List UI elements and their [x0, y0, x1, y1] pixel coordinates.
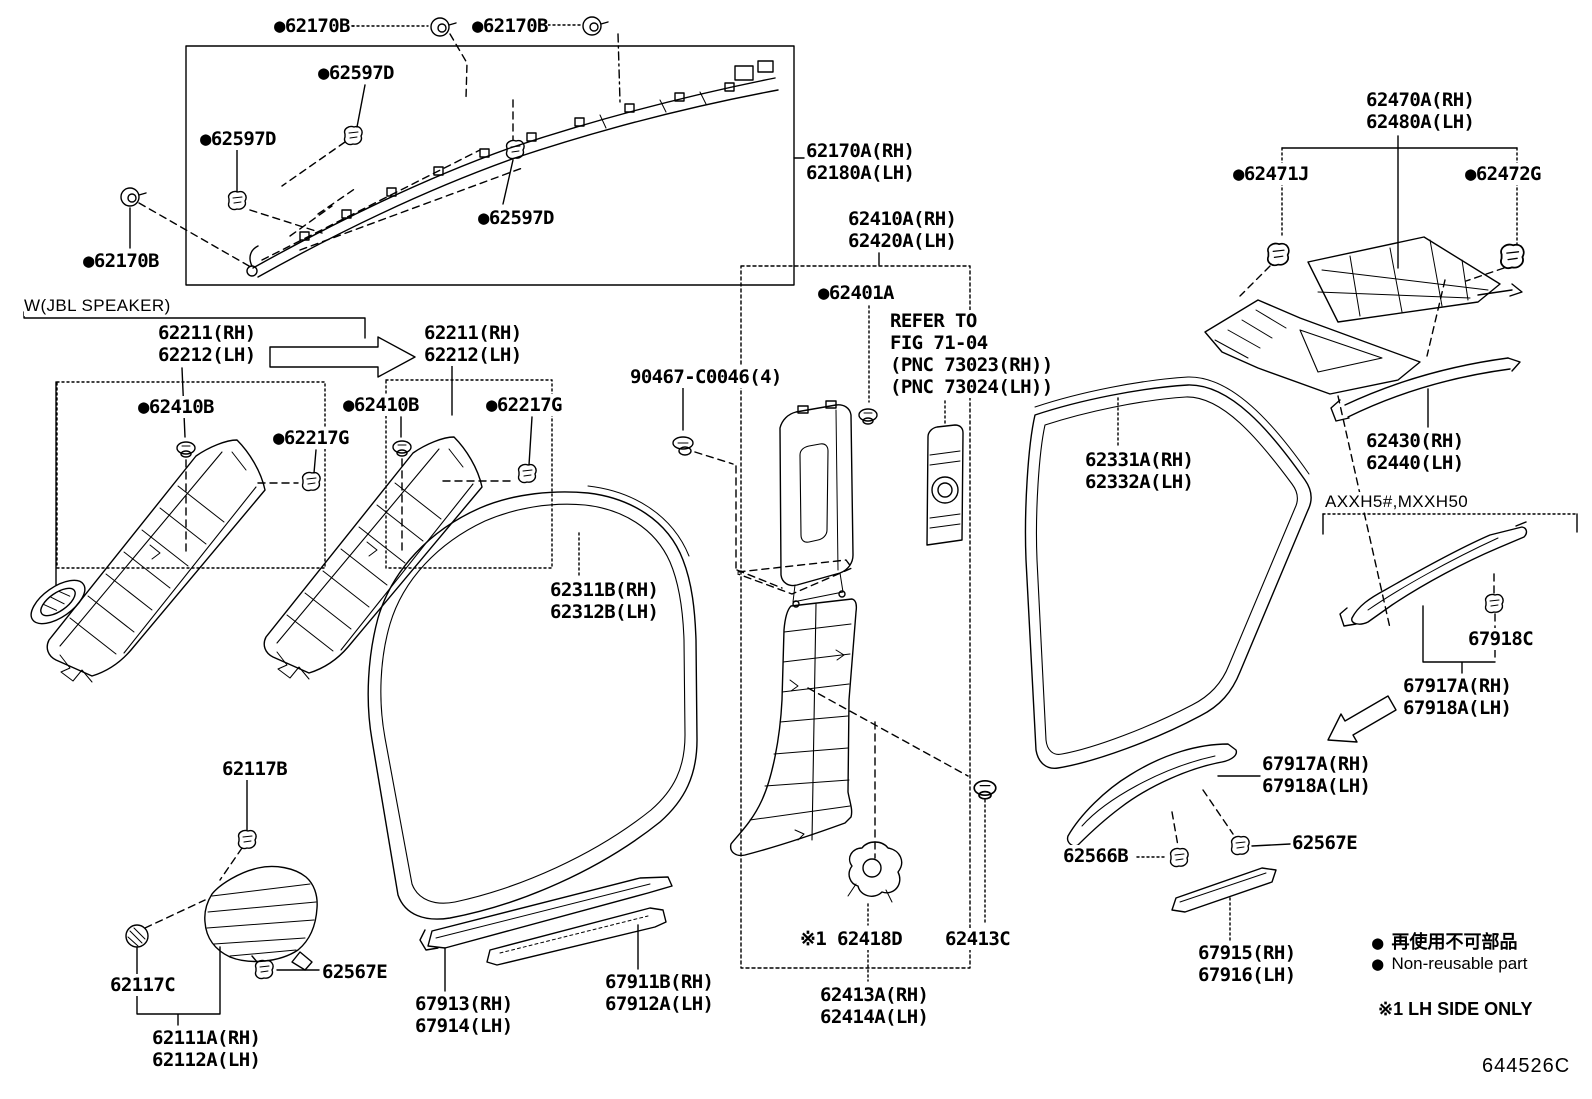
quarter-trim-62430: [1330, 357, 1521, 428]
grommet-62413c: [973, 779, 997, 800]
label-62170b-top-left[interactable]: ●62170B: [274, 15, 350, 37]
non-reusable-bullet-icon: ●: [1372, 953, 1384, 975]
label-62117b[interactable]: 62117B: [222, 758, 288, 780]
cowl-side-trim-group: [125, 779, 320, 1026]
label-62117c[interactable]: 62117C: [110, 974, 176, 996]
label-62430[interactable]: 62430(RH)62440(LH): [1366, 430, 1464, 474]
b-pillar-leaders: [867, 252, 986, 982]
label-67911b[interactable]: 67911B(RH)67912A(LH): [605, 971, 714, 1015]
label-62597d-2[interactable]: ●62597D: [200, 128, 276, 150]
variant-arrow-down-left: [1327, 695, 1397, 743]
label-62472g[interactable]: ●62472G: [1465, 163, 1541, 185]
front-door-weatherstrip: [367, 485, 698, 920]
label-62170b-top-mid[interactable]: ●62170B: [472, 15, 548, 37]
c-pillar-garnishes: [1204, 135, 1525, 629]
push-pin-90467: [672, 387, 783, 589]
label-67918c[interactable]: 67918C: [1468, 628, 1534, 650]
label-62211-left[interactable]: 62211(RH)62212(LH): [158, 322, 256, 366]
label-axxh5-mxxh50[interactable]: AXXH5#,MXXH50: [1325, 492, 1469, 512]
label-62567e-right[interactable]: 62567E: [1292, 832, 1358, 854]
jbl-speaker-gasket: [30, 579, 86, 625]
rear-scuff-plate: [1171, 867, 1277, 941]
non-reusable-bullet-icon: ●: [1372, 932, 1384, 954]
b-pillar-upper-garnish: [737, 400, 854, 608]
label-62413a[interactable]: 62413A(RH)62414A(LH): [820, 984, 929, 1028]
label-62111a[interactable]: 62111A(RH)62112A(LH): [152, 1027, 261, 1071]
label-62170a[interactable]: 62170A(RH)62180A(LH): [806, 140, 915, 184]
label-62566b[interactable]: 62566B: [1063, 845, 1129, 867]
label-w-jbl-speaker[interactable]: W(JBL SPEAKER): [24, 296, 171, 316]
label-62471j[interactable]: ●62471J: [1233, 163, 1309, 185]
rear-belt-molding-lower: [1066, 743, 1291, 868]
label-62217g-right[interactable]: ●62217G: [486, 394, 562, 416]
label-62170b-left[interactable]: ●62170B: [83, 250, 159, 272]
grommet-62401a: [858, 408, 878, 425]
curtain-airbag-assembly: [246, 60, 779, 278]
label-67915[interactable]: 67915(RH)67916(LH): [1198, 942, 1296, 986]
top-fasteners: [120, 16, 621, 267]
belt-molding-refer-part: [926, 424, 964, 546]
label-62567e-left[interactable]: 62567E: [322, 961, 388, 983]
door-check-62418d: [847, 841, 903, 903]
label-67913[interactable]: 67913(RH)67914(LH): [415, 993, 513, 1037]
rear-belt-molding-upper: [1339, 521, 1528, 674]
label-62410b-left[interactable]: ●62410B: [138, 396, 214, 418]
label-62410a[interactable]: 62410A(RH)62420A(LH): [848, 208, 957, 252]
rear-door-weatherstrip: [1024, 376, 1312, 769]
b-pillar-lower-garnish: [729, 598, 969, 859]
footnote-lh-side-only: ※1 LH SIDE ONLY: [1378, 999, 1533, 1020]
label-62401a[interactable]: ●62401A: [818, 282, 894, 304]
std-variant-box: [385, 379, 553, 569]
label-67917a-upper[interactable]: 67917A(RH)67918A(LH): [1403, 675, 1512, 719]
label-62331a[interactable]: 62331A(RH)62332A(LH): [1085, 449, 1194, 493]
jbl-variant-box: [56, 381, 326, 569]
label-62217g-left[interactable]: ●62217G: [273, 427, 349, 449]
front-scuff-plates: [419, 876, 673, 992]
label-62413c[interactable]: 62413C: [945, 928, 1011, 950]
roof-side-box: [185, 45, 805, 286]
axxh-bracket: [1322, 513, 1578, 535]
label-62311b[interactable]: 62311B(RH)62312B(LH): [550, 579, 659, 623]
label-62410b-right[interactable]: ●62410B: [343, 394, 419, 416]
label-62211-right[interactable]: 62211(RH)62212(LH): [424, 322, 522, 366]
label-62597d-1[interactable]: ●62597D: [318, 62, 394, 84]
label-62470a[interactable]: 62470A(RH)62480A(LH): [1366, 89, 1475, 133]
variant-arrow-right: [269, 336, 416, 378]
label-62597d-3[interactable]: ●62597D: [478, 207, 554, 229]
figure-code: 644526C: [1482, 1055, 1571, 1078]
b-pillar-group-box: [740, 265, 971, 969]
label-67917a-lower[interactable]: 67917A(RH)67918A(LH): [1262, 753, 1371, 797]
label-90467-c0046[interactable]: 90467-C0046(4): [630, 366, 782, 388]
legend-non-reusable-en: ●Non-reusable part: [1372, 953, 1528, 975]
label-62418d[interactable]: ※1 62418D: [800, 928, 903, 950]
legend-non-reusable-cjk: ●再使用不可部品: [1372, 928, 1518, 954]
